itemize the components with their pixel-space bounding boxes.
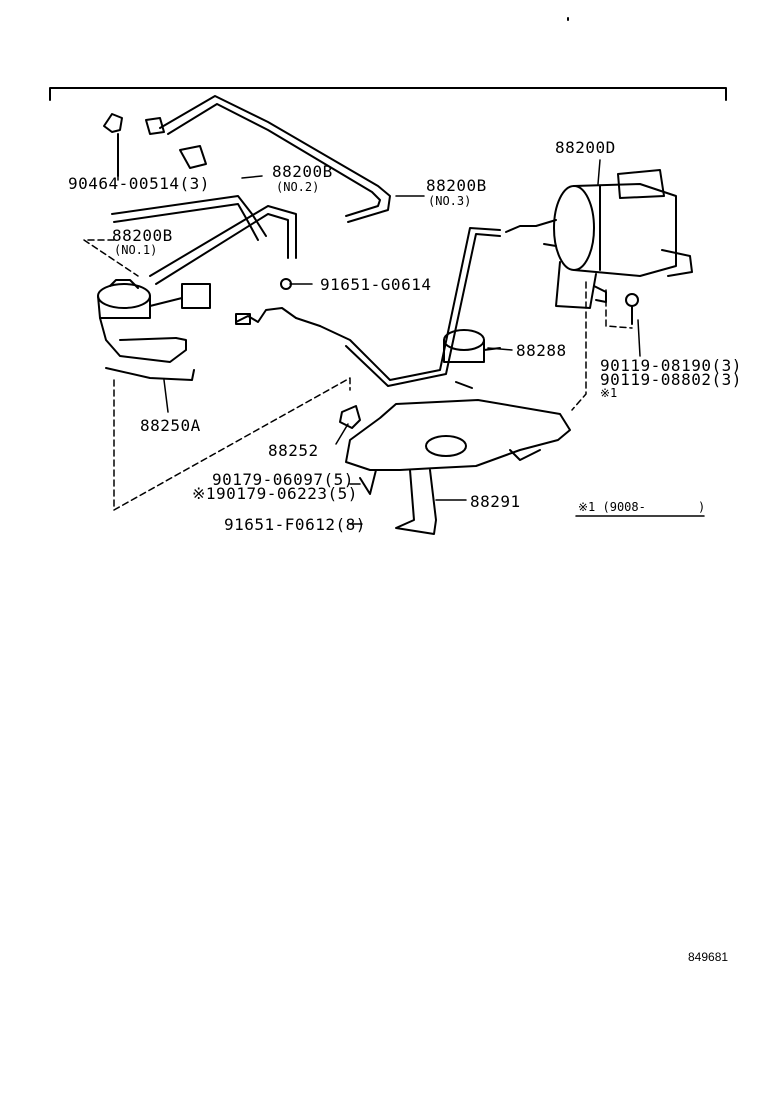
reference-number: 849681: [688, 950, 729, 964]
label-88200b-no2: 88200B: [272, 162, 333, 181]
part-code: 90179-06097: [212, 470, 324, 489]
label-88288: 88288: [516, 341, 567, 360]
dryer-88288: [443, 329, 501, 389]
part-88252: [339, 405, 361, 429]
part-code: 91651-F0612: [224, 515, 336, 534]
hose-88200b-no3: [159, 95, 391, 223]
part-code: 90179-06223: [216, 484, 328, 503]
hose-88200b-no2: [111, 195, 267, 241]
valve-88250a: [97, 279, 211, 381]
label-91651-f0612: 91651-F0612(8): [224, 515, 366, 534]
label-90119-08190: 90119-08190(3): [600, 356, 742, 375]
clip-90464: [103, 113, 207, 177]
label-88200d: 88200D: [555, 138, 616, 157]
frame-bracket: [49, 87, 727, 101]
note-no3: (NO.3): [428, 194, 472, 208]
harness-connector: [235, 307, 321, 327]
note-no1: (NO.1): [114, 243, 158, 257]
label-90119-08802: 90119-08802(3): [600, 370, 742, 389]
part-qty: (5): [327, 484, 358, 503]
part-code: 90119-08190: [600, 356, 712, 375]
part-code: 90119-08802: [600, 370, 712, 389]
bracket-88291: [345, 399, 571, 535]
bolt-90119-icon: [625, 293, 639, 307]
part-code: 90464-00514: [68, 174, 180, 193]
footnote-range: ※1 (9008-: [578, 500, 646, 514]
compressor-88200d: [505, 169, 693, 309]
label-88252: 88252: [268, 441, 319, 460]
label-88200b-no3: 88200B: [426, 176, 487, 195]
part-qty: (5): [323, 470, 354, 489]
dashed-lines: [83, 239, 633, 511]
label-90179-06223: ※190179-06223(5): [192, 484, 358, 503]
part-qty: (8): [335, 515, 366, 534]
leader-lines: [117, 159, 705, 525]
label-88200b-no1: 88200B: [112, 226, 173, 245]
mark-90119-08802: ※1: [600, 386, 618, 400]
part-qty: (3): [711, 370, 742, 389]
part-mark: ※1: [192, 484, 217, 503]
label-90179-06097: 90179-06097(5): [212, 470, 354, 489]
part-qty: (3): [179, 174, 210, 193]
pipe-main: [319, 227, 501, 387]
footnote-range-close: ): [698, 500, 706, 514]
label-90464-00514: 90464-00514(3): [68, 174, 210, 193]
note-no2: (NO.2): [276, 180, 320, 194]
label-88291: 88291: [470, 492, 521, 511]
part-qty: (3): [711, 356, 742, 375]
label-91651-g0614: 91651-G0614: [320, 275, 432, 294]
label-88250a: 88250A: [140, 416, 201, 435]
hose-88200b-no1: [149, 205, 297, 285]
